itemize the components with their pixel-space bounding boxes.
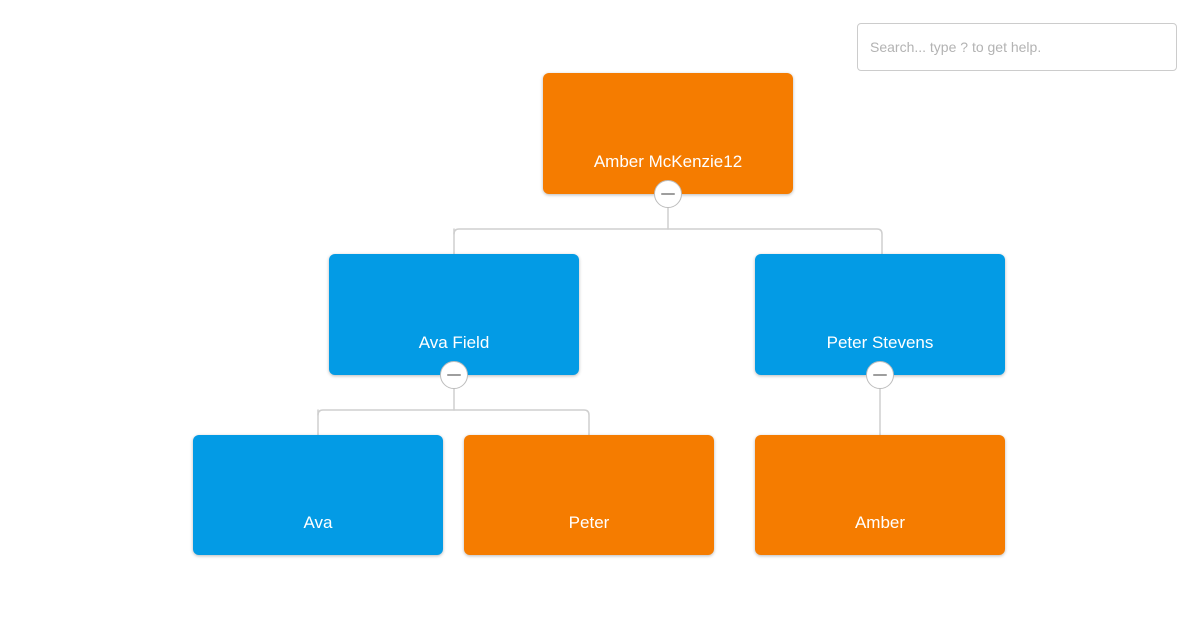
search-input[interactable] [858,24,1176,70]
collapse-toggle-root[interactable] [654,180,682,208]
minus-icon [661,193,675,195]
minus-icon [447,374,461,376]
org-node-root[interactable]: Amber McKenzie12 [543,73,793,208]
org-node-label: Amber McKenzie12 [593,152,743,171]
org-node-label: Ava [303,513,333,532]
org-node-amber[interactable]: Amber [755,435,1005,555]
org-node-label: Peter Stevens [826,333,934,352]
collapse-toggle-ava-field[interactable] [440,361,468,389]
connector-avafield-bus [317,409,590,436]
connector-root-bus [453,228,883,255]
org-node-ava-field[interactable]: Ava Field [329,254,579,389]
org-node-label: Peter [568,513,610,532]
org-node-label: Amber [854,513,906,532]
org-node-ava[interactable]: Ava [193,435,443,555]
org-node-peter-stevens[interactable]: Peter Stevens [755,254,1005,389]
search-bar[interactable] [857,23,1177,71]
minus-icon [873,374,887,376]
org-node-peter[interactable]: Peter [464,435,714,555]
collapse-toggle-peter-stevens[interactable] [866,361,894,389]
org-node-label: Ava Field [418,333,490,352]
